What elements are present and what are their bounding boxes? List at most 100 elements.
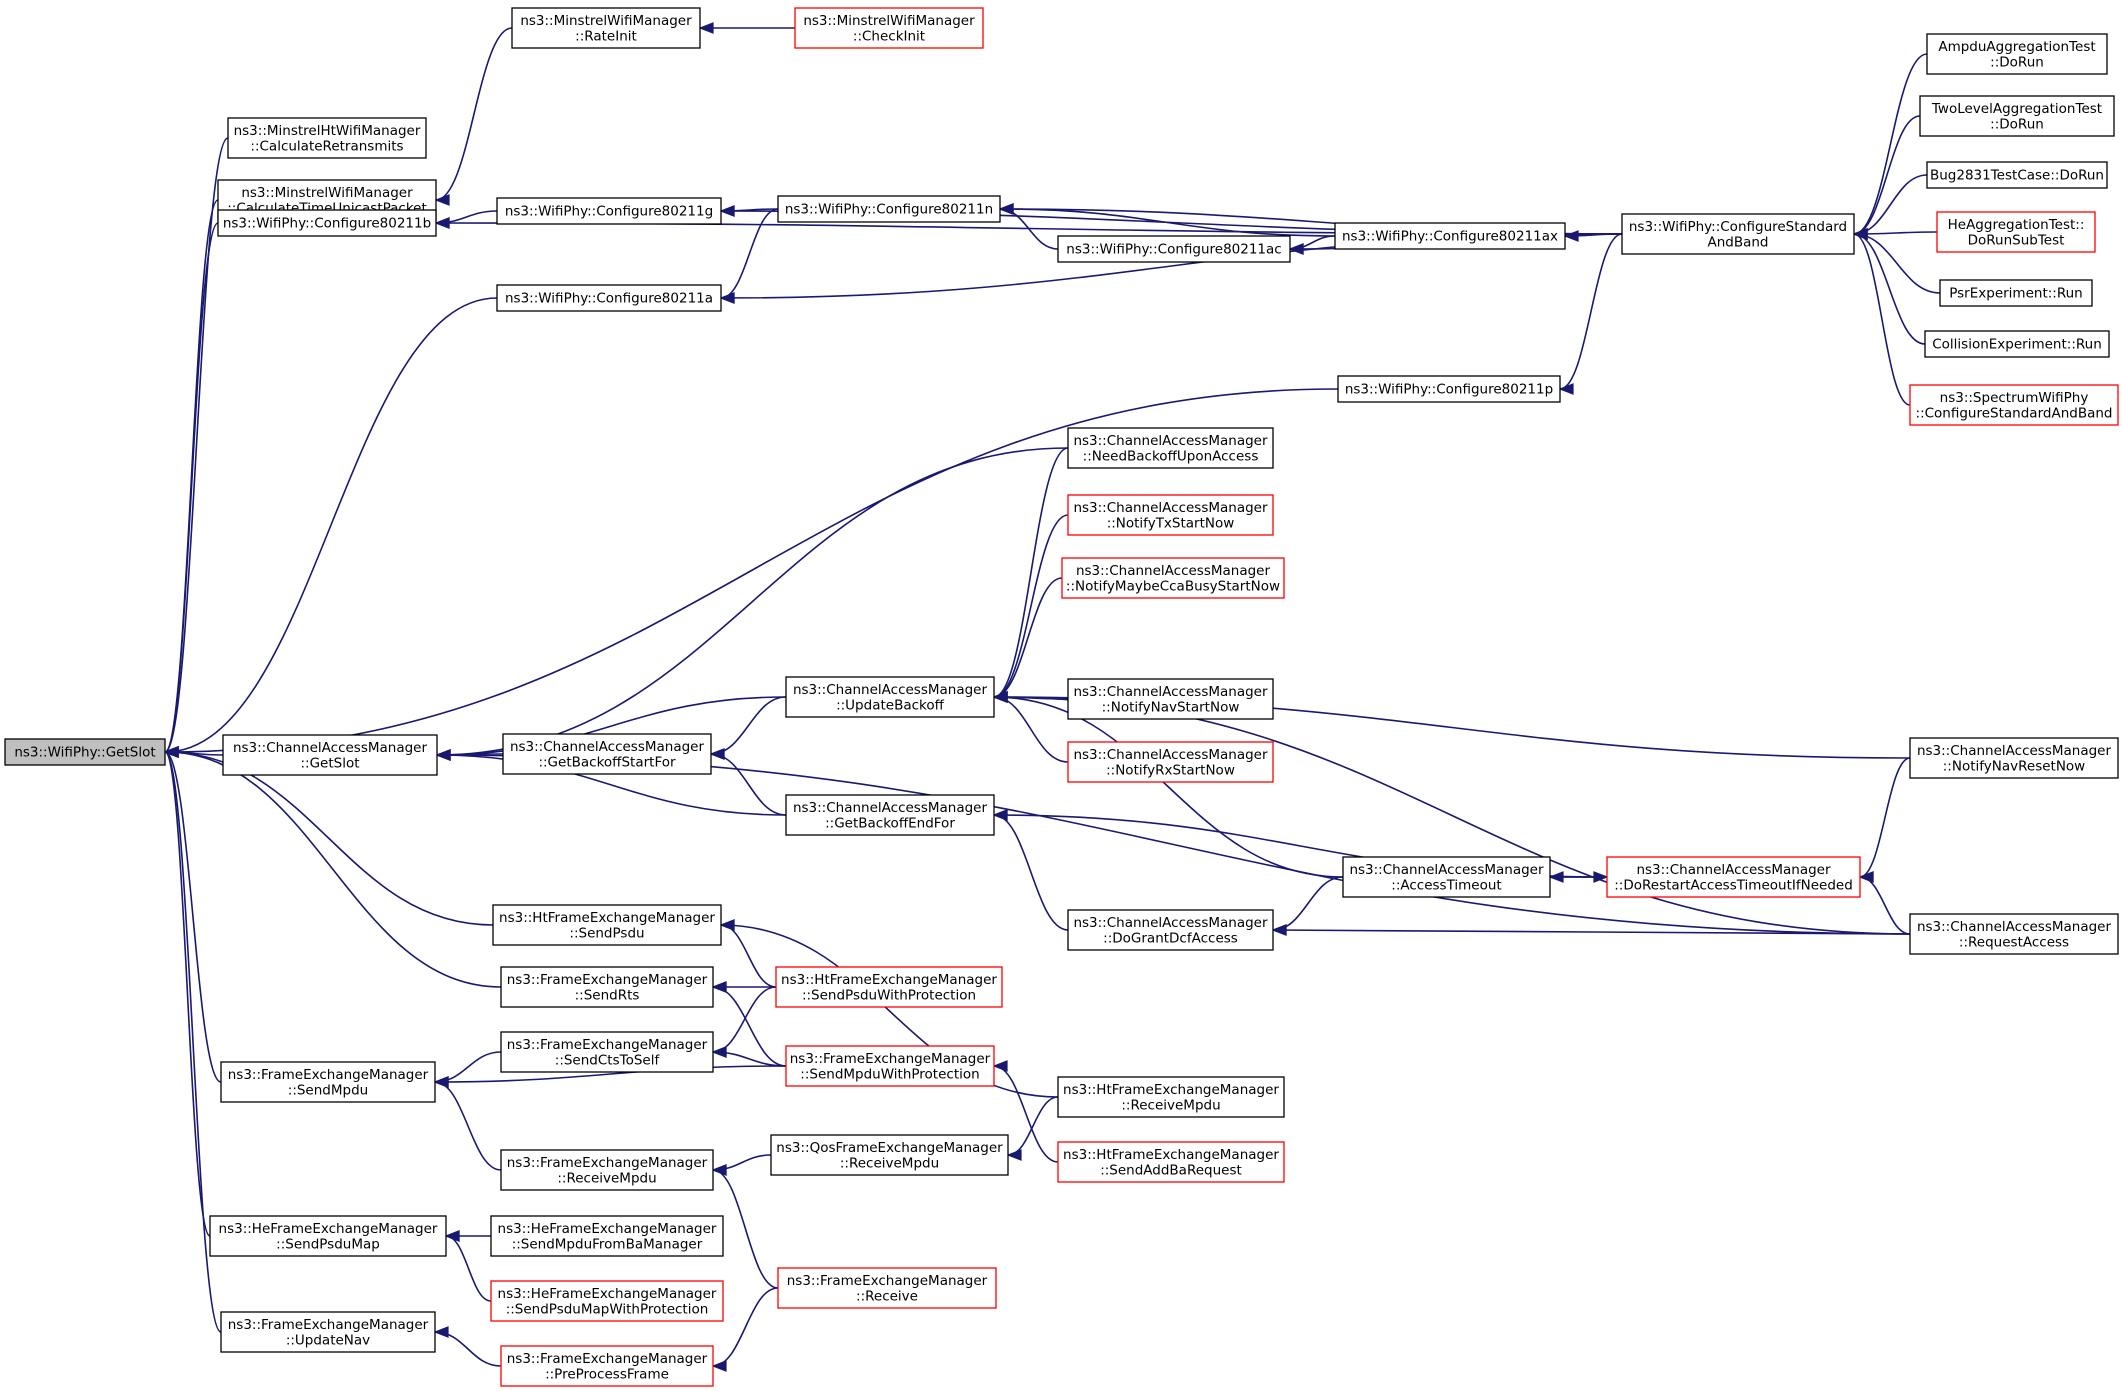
node-hefem-sendpsdumapprot[interactable]: ns3::HeFrameExchangeManager::SendPsduMap… [490,1280,724,1322]
node-cam-updatebackoff[interactable]: ns3::ChannelAccessManager::UpdateBackoff [785,676,995,718]
edge-cam_dorestart-cam_notifynavreset [1858,757,1911,883]
node-psr-run[interactable]: PsrExperiment::Run [1939,279,2093,307]
edge-line [720,924,1059,1098]
node-coll-run[interactable]: CollisionExperiment::Run [1924,330,2110,358]
node-fem-sendcts[interactable]: ns3::FrameExchangeManager::SendCtsToSelf [500,1031,714,1073]
node-label: ::AccessTimeout [1391,877,1501,893]
node-label: ns3::WifiPhy::GetSlot [14,745,155,761]
node-cfg-p[interactable]: ns3::WifiPhy::Configure80211p [1337,375,1561,403]
node-label: ns3::ChannelAccessManager [1349,862,1544,878]
node-twolevel-dorun[interactable]: TwoLevelAggregationTest::DoRun [1919,95,2115,137]
node-label: ns3::HtFrameExchangeManager [1063,1082,1279,1098]
node-qosfem-receivempdu[interactable]: ns3::QosFrameExchangeManager::ReceiveMpd… [770,1134,1009,1176]
edge-arrowhead [433,1076,449,1088]
node-box [785,794,995,836]
node-box [222,734,438,776]
node-box [492,904,722,946]
node-hefem-sendmpdufromba[interactable]: ns3::HeFrameExchangeManager::SendMpduFro… [490,1215,724,1257]
node-cam-notifynavreset[interactable]: ns3::ChannelAccessManager::NotifyNavRese… [1909,737,2119,779]
edge-mw_calctime-mw_rateinit [434,27,513,206]
node-htfem-sendpsduprot[interactable]: ns3::HtFrameExchangeManager::SendPsduWit… [775,966,1003,1008]
node-cam-getslot[interactable]: ns3::ChannelAccessManager::GetSlot [222,734,438,776]
node-fem-sendmpduprot[interactable]: ns3::FrameExchangeManager::SendMpduWithP… [785,1045,995,1087]
node-box [1606,856,1861,898]
node-cam-notifytx[interactable]: ns3::ChannelAccessManager::NotifyTxStart… [1067,494,1274,536]
node-label: ::PreProcessFrame [545,1366,669,1382]
node-cfg-a[interactable]: ns3::WifiPhy::Configure80211a [496,284,722,312]
node-cam-accesstimeout[interactable]: ns3::ChannelAccessManager::AccessTimeout [1342,856,1551,898]
node-cam-requestaccess[interactable]: ns3::ChannelAccessManager::RequestAccess [1909,913,2119,955]
edge-arrowhead [444,1230,460,1242]
node-cam-notifyrx[interactable]: ns3::ChannelAccessManager::NotifyRxStart… [1067,741,1274,783]
node-label: ::SendCtsToSelf [555,1052,661,1068]
node-cfg-g[interactable]: ns3::WifiPhy::Configure80211g [496,197,722,225]
node-mw-rateinit[interactable]: ns3::MinstrelWifiManager::RateInit [511,7,701,49]
node-cfg-b[interactable]: ns3::WifiPhy::Configure80211b [217,209,437,237]
node-box [777,195,1001,223]
edge-line [993,696,1069,763]
node-mhtw-calcret[interactable]: ns3::MinstrelHtWifiManager::CalculateRet… [227,117,427,159]
edge-getslot-cfg_a [163,297,498,758]
edge-cam_updatebackoff-cam_notifytx [992,514,1069,703]
node-cam-dorestart[interactable]: ns3::ChannelAccessManager::DoRestartAcce… [1606,856,1861,898]
edge-line [164,388,1339,753]
node-fem-receive[interactable]: ns3::FrameExchangeManager::Receive [777,1267,997,1309]
node-box [209,1215,447,1257]
node-hefem-sendpsdumap[interactable]: ns3::HeFrameExchangeManager::SendPsduMap [209,1215,447,1257]
node-cfg-ac[interactable]: ns3::WifiPhy::Configure80211ac [1057,235,1291,263]
node-spec-cfgstd[interactable]: ns3::SpectrumWifiPhy::ConfigureStandardA… [1909,384,2119,426]
edge-line [999,208,1336,237]
node-label: ns3::FrameExchangeManager [507,1037,708,1053]
node-label: ::UpdateNav [286,1332,370,1348]
node-box [220,1061,436,1103]
node-fem-updatenav[interactable]: ns3::FrameExchangeManager::UpdateNav [220,1311,436,1353]
edge-cfg_std-twolevel_dorun [1852,115,1921,240]
edge-arrowhead [992,1060,1008,1072]
edge-arrowhead [433,1326,449,1338]
node-htfem-receivempdu[interactable]: ns3::HtFrameExchangeManager::ReceiveMpdu [1057,1076,1285,1118]
node-ampdu-dorun[interactable]: AmpduAggregationTest::DoRun [1926,33,2108,75]
node-cam-notifynav[interactable]: ns3::ChannelAccessManager::NotifyNavStar… [1067,678,1274,720]
node-box [777,1267,997,1309]
node-fem-sendrts[interactable]: ns3::FrameExchangeManager::SendRts [500,966,714,1008]
node-label: ns3::ChannelAccessManager [233,740,428,756]
node-box [496,197,722,225]
node-box [1909,913,2119,955]
edge-arrowhead [163,746,179,758]
edge-cam_getbackoffstart-cam_getbackoffend [709,748,787,816]
node-box [1057,1141,1285,1183]
edge-arrowhead [719,205,735,217]
node-label: ns3::WifiPhy::Configure80211a [505,291,713,307]
edge-line [445,1235,492,1302]
node-fem-receivempdu[interactable]: ns3::FrameExchangeManager::ReceiveMpdu [500,1149,714,1191]
node-box [1067,427,1274,469]
node-cam-getbackoffend[interactable]: ns3::ChannelAccessManager::GetBackoffEnd… [785,794,995,836]
node-cfg-ax[interactable]: ns3::WifiPhy::Configure80211ax [1334,222,1566,250]
node-box [500,1345,714,1387]
node-box [1067,678,1274,720]
node-label: AmpduAggregationTest [1938,39,2095,55]
node-label: ns3::ChannelAccessManager [1073,433,1268,449]
node-fem-sendmpdu[interactable]: ns3::FrameExchangeManager::SendMpdu [220,1061,436,1103]
node-cam-dogrant[interactable]: ns3::ChannelAccessManager::DoGrantDcfAcc… [1067,909,1274,951]
node-htfem-sendpsdu[interactable]: ns3::HtFrameExchangeManager::SendPsdu [492,904,722,946]
node-heagg-dorunsub[interactable]: HeAggregationTest::DoRunSubTest [1936,211,2096,253]
node-cam-needbackoff[interactable]: ns3::ChannelAccessManager::NeedBackoffUp… [1067,427,1274,469]
node-htfem-sendaddba[interactable]: ns3::HtFrameExchangeManager::SendAddBaRe… [1057,1141,1285,1183]
edge-line [1853,233,1941,294]
node-fem-preprocess[interactable]: ns3::FrameExchangeManager::PreProcessFra… [500,1345,714,1387]
edge-line [435,27,513,201]
node-label: ::SendMpduFromBaManager [512,1236,703,1252]
node-cam-getbackoffstart[interactable]: ns3::ChannelAccessManager::GetBackoffSta… [502,733,712,775]
node-mw-checkinit[interactable]: ns3::MinstrelWifiManager::CheckInit [794,7,984,49]
edge-arrowhead [719,919,735,931]
node-label: ns3::MinstrelHtWifiManager [234,123,421,139]
node-cfg-std[interactable]: ns3::WifiPhy::ConfigureStandardAndBand [1621,213,1855,255]
node-getslot[interactable]: ns3::WifiPhy::GetSlot [4,738,166,766]
node-cfg-n[interactable]: ns3::WifiPhy::Configure80211n [777,195,1001,223]
node-cam-notifycca[interactable]: ns3::ChannelAccessManager::NotifyMaybeCc… [1061,557,1285,599]
node-bug2831-dorun[interactable]: Bug2831TestCase::DoRun [1926,161,2108,189]
edge-line [993,696,1911,935]
edge-arrowhead [711,1360,727,1372]
node-label: ::ReceiveMpdu [557,1170,656,1186]
